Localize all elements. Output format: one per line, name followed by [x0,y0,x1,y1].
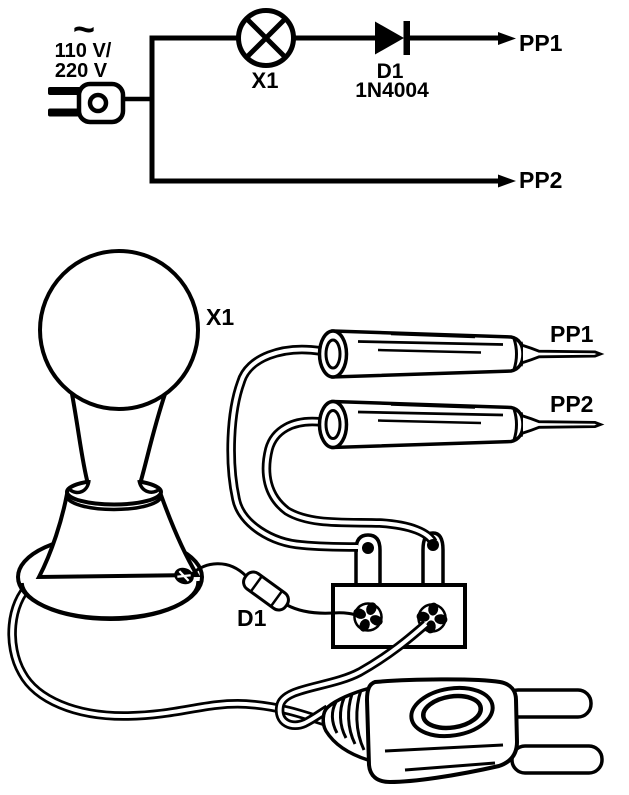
lamp-symbol [236,8,296,68]
pictorial-lamp-label: X1 [206,304,234,330]
lamp-cord [7,581,328,727]
circuit-rails [149,35,500,184]
pictorial: X1 PP1 PP2 D1 [7,249,604,785]
plug-detail-line [384,743,504,753]
bulb-neck-curl-left [67,479,91,495]
pp1-wire-core [229,347,359,549]
schematic-pp2-label: PP2 [519,167,562,193]
schematic-diode-label: D1 [377,60,404,83]
ac-wave-icon: ~ [73,9,95,51]
plug-prong-lower [510,744,604,775]
pictorial-diode-label: D1 [237,605,267,631]
pictorial-pp1-label: PP1 [550,321,594,347]
socket-cone [35,491,201,580]
probe-wire-pp2 [261,416,438,545]
diode-band [249,575,263,592]
wire-end-dot-left [362,542,374,554]
socket-rim-line [65,495,163,512]
light-bulb [38,249,200,495]
block-wire-core [277,622,428,728]
supply-voltage-line1: 110 V/ [55,40,112,62]
plug-ring-hole [409,685,495,739]
base-rim-line [20,580,200,620]
strain-relief-rib [355,689,366,751]
plug-hole-symbol [87,92,109,114]
diode-band [270,591,283,607]
plug-prong-icon [48,108,80,117]
lamp-cross-icon [244,16,288,60]
mains-plug [321,677,604,785]
diode-cathode-bar [403,21,410,55]
pictorial-pp2-label: PP2 [550,391,593,417]
pp1-arrow-icon [498,32,516,45]
lamp-socket [35,477,201,580]
plug-prong-icon [48,87,81,95]
diode-lead-left [190,562,248,578]
strain-relief-rib [339,697,348,739]
schematic-diode-part-label: 1N4004 [355,79,429,102]
bulb-neck-curl-right [137,479,163,494]
bulb-globe [38,249,200,411]
probe-wire-pp1 [226,344,359,552]
bulb-neck-right [138,393,167,485]
wire-loop-right [421,531,445,585]
base-terminal-screw [174,567,194,585]
plug-detail-line [404,761,496,772]
schematic-lamp-label: X1 [252,68,279,93]
bulb-neck-left [70,393,90,485]
mains-plug-symbol [48,81,126,125]
bulb-neck-fill [72,393,165,488]
pp2-arrow-icon [498,174,516,188]
ring-inner [421,693,483,731]
supply-voltage-line2: 220 V [55,60,108,82]
lamp-cord-core [10,583,327,724]
strain-relief-rib [347,693,357,745]
schematic-pp1-label: PP1 [519,30,563,56]
diode-symbol [375,21,410,55]
block-to-plug-wire [274,620,430,730]
wire-end-dot-right [427,539,439,551]
diode-body [242,570,290,612]
base-screw-slot [177,570,191,582]
pp2-wire-core [264,419,435,544]
strain-relief [321,685,372,762]
diode-triangle-icon [375,21,404,55]
strain-relief-rib [330,701,339,734]
diode-component [242,570,290,612]
schematic: ~ 110 V/ 220 V X1 D1 1N4004 PP1 [48,8,563,193]
